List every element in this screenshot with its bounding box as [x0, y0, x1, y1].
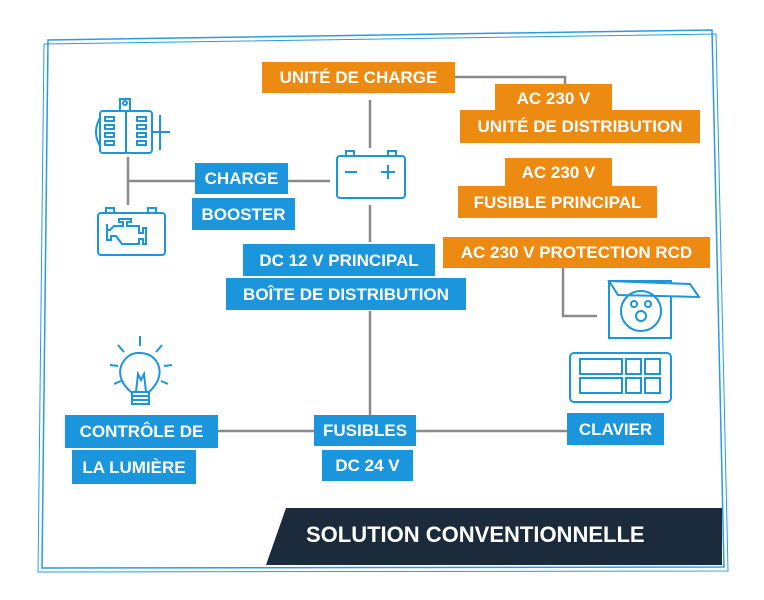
diagram-title: SOLUTION CONVENTIONNELLE	[306, 522, 645, 547]
light-control-label-1: CONTRÔLE DE	[65, 415, 218, 448]
battery-icon	[336, 150, 406, 199]
ac-main-fuse-voltage-label: AC 230 V	[505, 158, 612, 187]
light-control-label-2: LA LUMIÈRE	[72, 450, 196, 484]
title-banner	[266, 508, 722, 565]
dc-24v-label: DC 24 V	[322, 450, 413, 481]
rcd-protection-label: AC 230 V PROTECTION RCD	[443, 237, 710, 268]
ac-distribution-voltage-label: AC 230 V	[495, 84, 612, 112]
keypad-label: CLAVIER	[567, 413, 664, 445]
alternator-icon	[95, 98, 170, 154]
charge-booster-label-1: CHARGE	[195, 163, 288, 194]
light-bulb-icon	[109, 336, 173, 405]
charge-booster-label-2: BOOSTER	[192, 198, 295, 230]
dc-main-label: DC 12 V PRINCIPAL	[243, 244, 435, 276]
dc-distribution-box-label: BOÎTE DE DISTRIBUTION	[226, 278, 466, 310]
ac-main-fuse-label: FUSIBLE PRINCIPAL	[458, 186, 657, 218]
engine-icon	[97, 207, 166, 256]
socket-icon	[607, 279, 701, 339]
keypad-icon	[569, 352, 672, 403]
frame-border	[41, 29, 725, 569]
connection-lines	[126, 75, 597, 433]
frame-border-outer	[37, 33, 729, 573]
fuses-label: FUSIBLES	[314, 415, 416, 446]
ac-distribution-unit-label: UNITÉ DE DISTRIBUTION	[460, 110, 700, 143]
charging-unit-label: UNITÉ DE CHARGE	[262, 62, 455, 93]
